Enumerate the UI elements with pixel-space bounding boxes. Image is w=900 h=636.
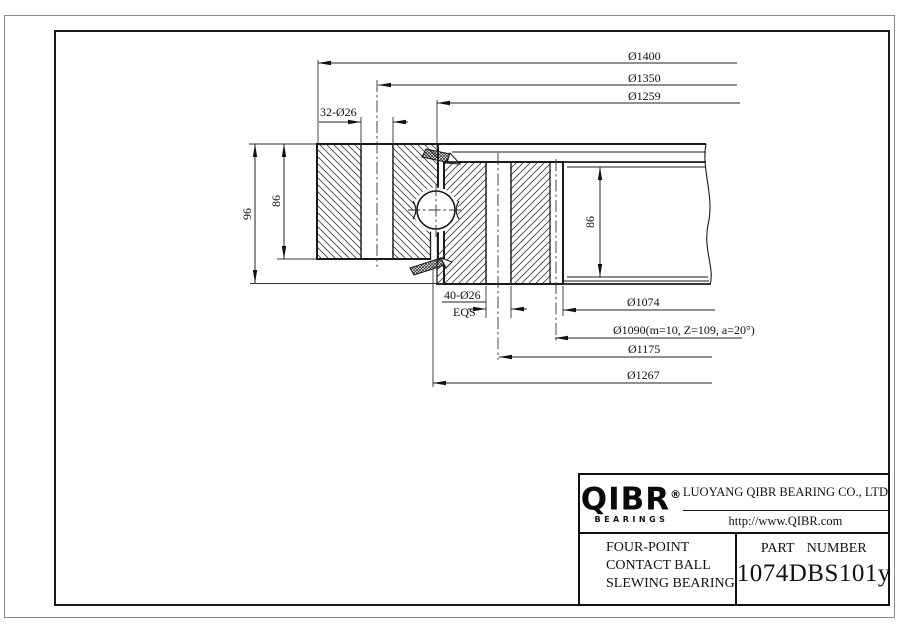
dim-label-1350: Ø1350 — [628, 71, 661, 85]
inner-bolt-hole — [487, 163, 510, 283]
product-line-2: CONTACT BALL — [606, 558, 711, 573]
title-block-header-row: QIBR® BEARINGS LUOYANG QIBR BEARING CO.,… — [580, 475, 888, 532]
dimension-outer-holes: 32-Ø26 — [319, 105, 408, 125]
break-line — [704, 143, 712, 286]
logo-cell: QIBR® BEARINGS — [580, 475, 683, 532]
product-line-1: FOUR-POINT — [606, 540, 690, 555]
qibr-logo: QIBR® — [580, 480, 683, 518]
logo-text: QIBR — [580, 481, 671, 518]
dimension-gear-data: Ø1090(m=10, Z=109, a=20°) — [555, 323, 755, 341]
dimension-outer-ring-height: 86 — [269, 144, 287, 259]
dim-label-40-26: 40-Ø26 — [444, 288, 481, 302]
part-number-cell: PART NUMBER 1074DBS101y — [734, 534, 891, 606]
product-line-3: SLEWING BEARING — [606, 576, 735, 591]
dimension-upper-raceway: Ø1259 — [437, 89, 740, 106]
bearing-ball — [408, 184, 464, 240]
dimension-bore-diameter: Ø1074 — [563, 295, 715, 313]
dim-label-eqs: EQS — [453, 305, 476, 319]
dimension-outer-bolt-circle: Ø1350 — [378, 71, 737, 88]
outer-bolt-hole — [362, 145, 392, 258]
dim-label-1175: Ø1175 — [628, 342, 660, 356]
dim-label-1400: Ø1400 — [628, 49, 661, 63]
gear-tooth-zone — [551, 163, 562, 283]
product-description-cell: FOUR-POINT CONTACT BALL SLEWING BEARING — [580, 534, 735, 606]
centerlines — [376, 80, 557, 360]
company-name: LUOYANG QIBR BEARING CO., LTD — [682, 475, 888, 511]
dimension-outer-diameter: Ø1400 — [318, 49, 737, 66]
registered-mark: ® — [670, 488, 683, 501]
outer-gray-border — [4, 15, 895, 618]
seal-bottom — [409, 257, 453, 276]
logo-subtext: BEARINGS — [594, 515, 669, 525]
dim-label-1267: Ø1267 — [627, 368, 660, 382]
part-number-value: 1074DBS101y — [736, 560, 891, 587]
dim-label-1074: Ø1074 — [627, 295, 660, 309]
company-cell: LUOYANG QIBR BEARING CO., LTD http://www… — [682, 475, 888, 532]
title-block-detail-row: FOUR-POINT CONTACT BALL SLEWING BEARING … — [580, 532, 891, 606]
dim-label-1259: Ø1259 — [628, 89, 661, 103]
dimension-total-height: 96 — [240, 144, 258, 283]
dimension-bore-height: 86 — [583, 167, 603, 277]
dim-label-32-26: 32-Ø26 — [320, 105, 357, 119]
dimension-inner-bolt-circle: Ø1175 — [499, 342, 712, 360]
inner-ring-section — [436, 161, 564, 285]
sheet-frame — [54, 30, 890, 606]
title-block: QIBR® BEARINGS LUOYANG QIBR BEARING CO.,… — [578, 473, 890, 606]
part-number-label: PART NUMBER — [760, 541, 867, 556]
company-website: http://www.QIBR.com — [728, 514, 843, 528]
dimension-inner-holes: 40-Ø26 EQS — [442, 288, 527, 319]
dimension-lower-raceway: Ø1267 — [433, 368, 712, 386]
dim-label-86-left: 86 — [269, 195, 283, 207]
dim-label-96: 96 — [240, 208, 254, 220]
dim-label-86-right: 86 — [583, 216, 597, 228]
dim-label-gear: Ø1090(m=10, Z=109, a=20°) — [613, 323, 755, 337]
ring-continuation — [317, 143, 712, 286]
